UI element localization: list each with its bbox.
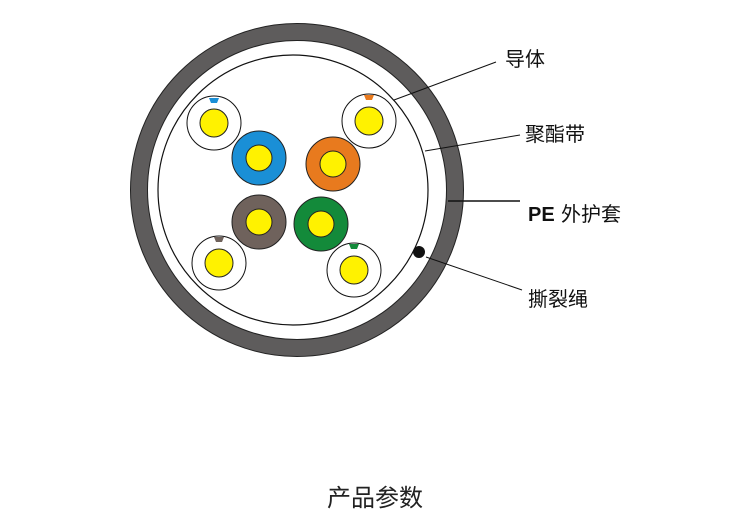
label-pe: PE (528, 204, 555, 226)
section-title: 产品参数 (327, 484, 423, 512)
label-ripcord: 撕裂绳 (528, 287, 588, 311)
wire-green (293, 196, 349, 252)
leader-polyester (424, 134, 521, 152)
label-jacket: 外护套 (561, 202, 622, 226)
wire-white-orange (341, 93, 397, 149)
wire-white-brown (191, 235, 247, 291)
cable-cross-section (130, 23, 523, 357)
leader-ripcord (425, 256, 523, 291)
label-polyester-tape: 聚酯带 (525, 122, 585, 146)
polyester-tape (157, 54, 429, 326)
wire-orange (305, 136, 361, 192)
label-pe-jacket: PE 外护套 (528, 198, 621, 227)
label-conductor: 导体 (505, 47, 545, 71)
wire-brown (231, 194, 287, 250)
wire-blue (231, 130, 287, 186)
wire-white-blue (186, 95, 242, 151)
ripcord (413, 246, 425, 258)
pe-jacket (130, 23, 464, 357)
leader-conductor (393, 61, 497, 101)
wire-white-green (326, 242, 382, 298)
